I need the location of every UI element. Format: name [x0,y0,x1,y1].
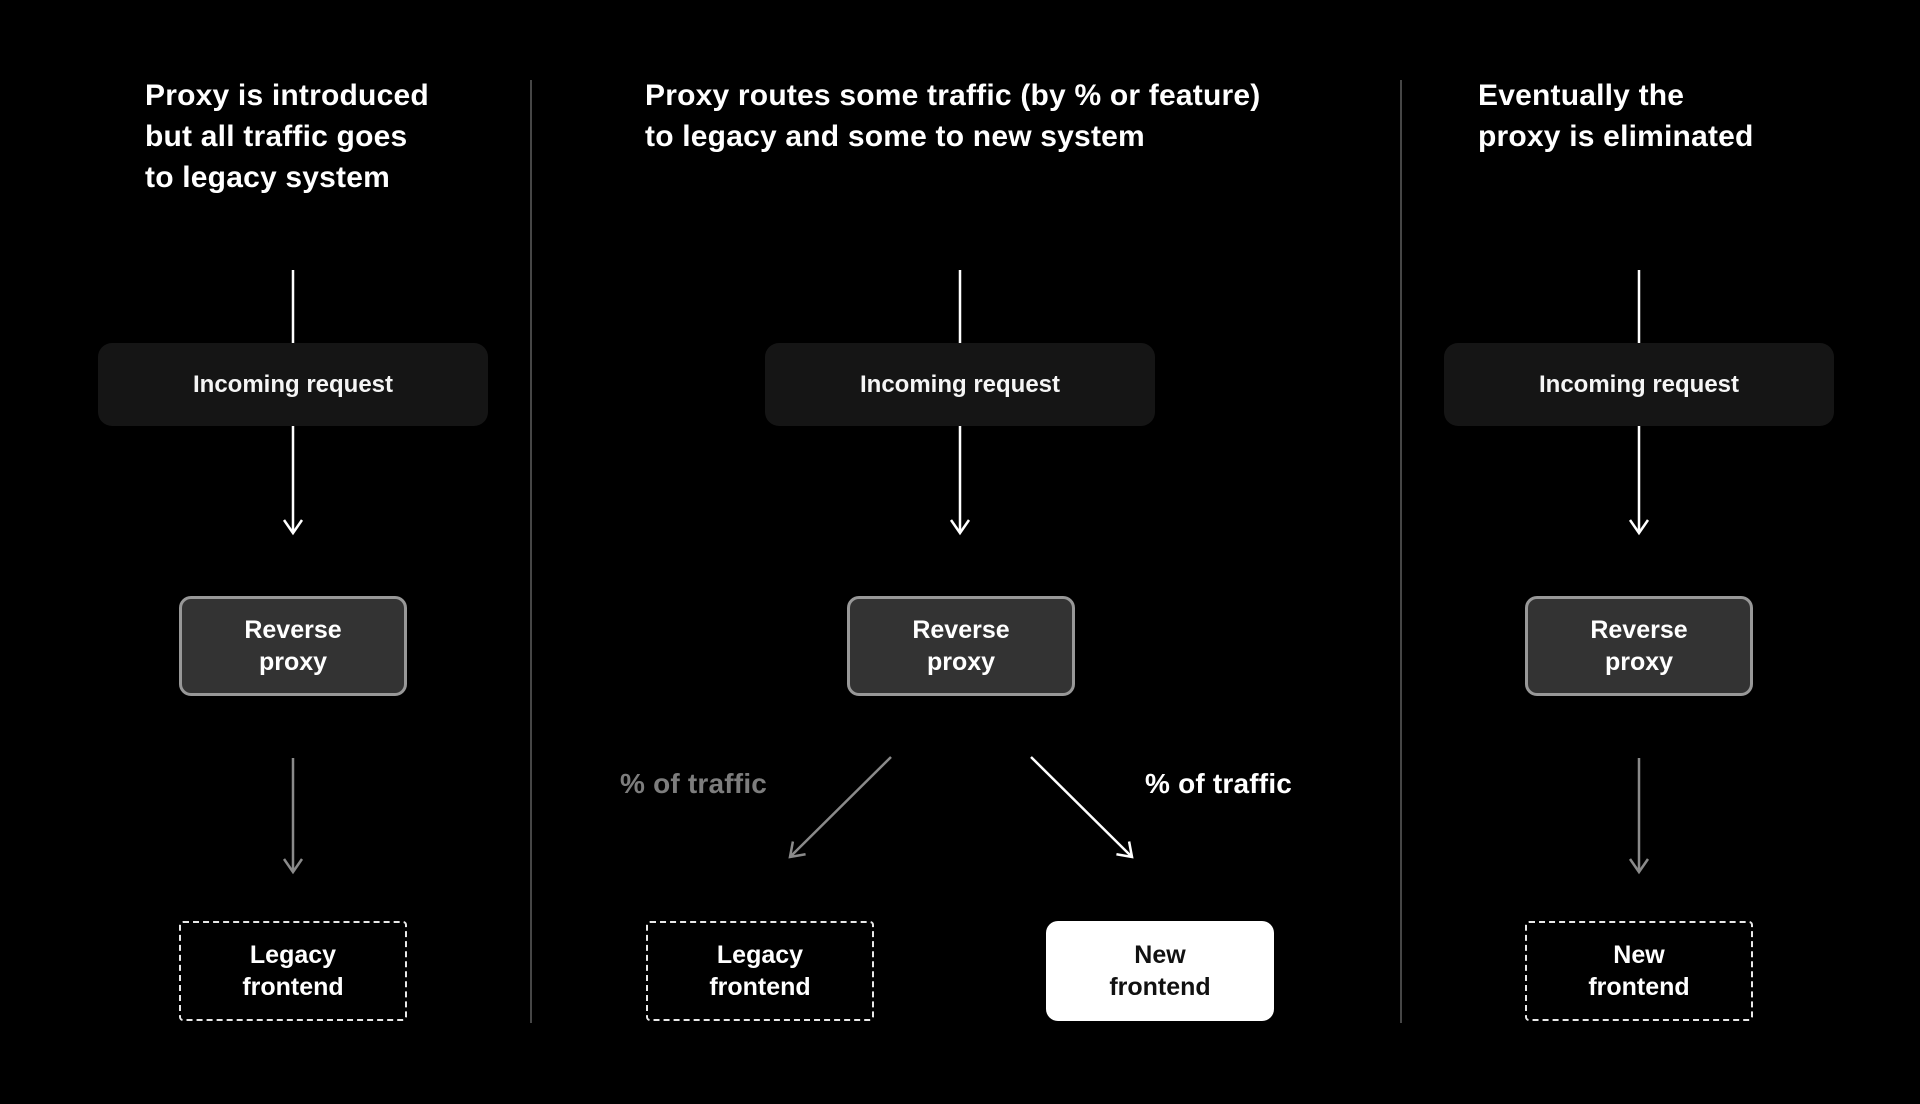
arrow-mid-proxy-to-legacy [788,756,892,859]
new-frontend-box-right: New frontend [1525,921,1753,1021]
reverse-proxy-box-left: Reverse proxy [179,596,407,696]
traffic-percent-label-new: % of traffic [1145,768,1293,799]
incoming-request-box-middle: Incoming request [765,343,1155,426]
legacy-frontend-label-middle: Legacy frontend [709,941,811,1001]
traffic-percent-label-legacy: % of traffic [620,768,768,799]
panel-divider-left-middle [530,80,532,1023]
incoming-request-label-left: Incoming request [192,370,394,398]
legacy-frontend-label-left: Legacy frontend [242,941,344,1001]
reverse-proxy-label-middle: Reverse proxy [912,616,1010,676]
arrow-mid-proxy-to-new [1030,756,1134,859]
incoming-request-label-middle: Incoming request [859,370,1061,398]
panel-divider-middle-right [1400,80,1402,1023]
legacy-frontend-box-left: Legacy frontend [179,921,407,1021]
reverse-proxy-box-middle: Reverse proxy [847,596,1075,696]
reverse-proxy-box-right: Reverse proxy [1525,596,1753,696]
incoming-request-label-right: Incoming request [1538,370,1740,398]
reverse-proxy-label-right: Reverse proxy [1590,616,1688,676]
legacy-frontend-box-middle: Legacy frontend [646,921,874,1021]
new-frontend-label-right: New frontend [1588,941,1690,1001]
reverse-proxy-label-left: Reverse proxy [244,616,342,676]
panel-title-right: Eventually the proxy is eliminated [1478,79,1754,153]
incoming-request-box-right: Incoming request [1444,343,1834,426]
panel-title-middle: Proxy routes some traffic (by % or featu… [645,79,1261,153]
new-frontend-box-middle: New frontend [1046,921,1274,1021]
panel-title-left: Proxy is introduced but all traffic goes… [145,79,429,194]
incoming-request-box-left: Incoming request [98,343,488,426]
new-frontend-label-middle: New frontend [1109,941,1211,1001]
